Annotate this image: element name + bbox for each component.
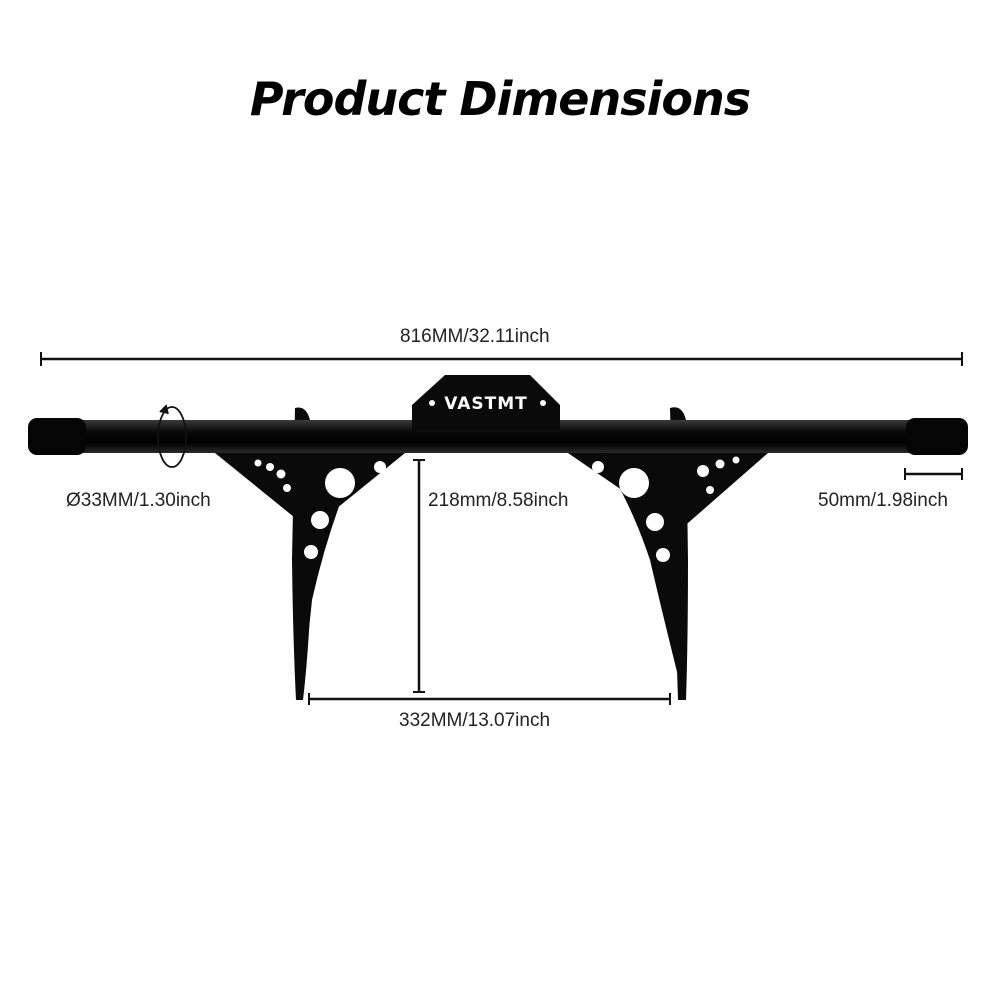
tube-diameter-label: Ø33MM/1.30inch — [66, 490, 211, 511]
leg-spacing-dimension-line — [308, 693, 671, 705]
left-end-cap — [28, 418, 86, 455]
height-dimension-line — [413, 459, 425, 693]
leg-spacing-label: 332MM/13.07inch — [399, 710, 551, 731]
left-mount-bracket — [215, 407, 405, 700]
right-end-cap — [906, 418, 968, 455]
height-label: 218mm/8.58inch — [428, 490, 569, 511]
page-title: Product Dimensions — [249, 72, 751, 126]
overall-length-label: 816MM/32.11inch — [400, 326, 550, 347]
rotation-arrow-icon — [157, 404, 187, 468]
right-mount-bracket — [568, 407, 768, 700]
logo-plate: VASTMT — [412, 375, 560, 430]
end-cap-length-label: 50mm/1.98inch — [818, 490, 948, 511]
overall-length-dimension-line — [40, 352, 963, 366]
brand-logo-text: VASTMT — [444, 394, 528, 414]
end-cap-dimension-line — [904, 468, 963, 480]
